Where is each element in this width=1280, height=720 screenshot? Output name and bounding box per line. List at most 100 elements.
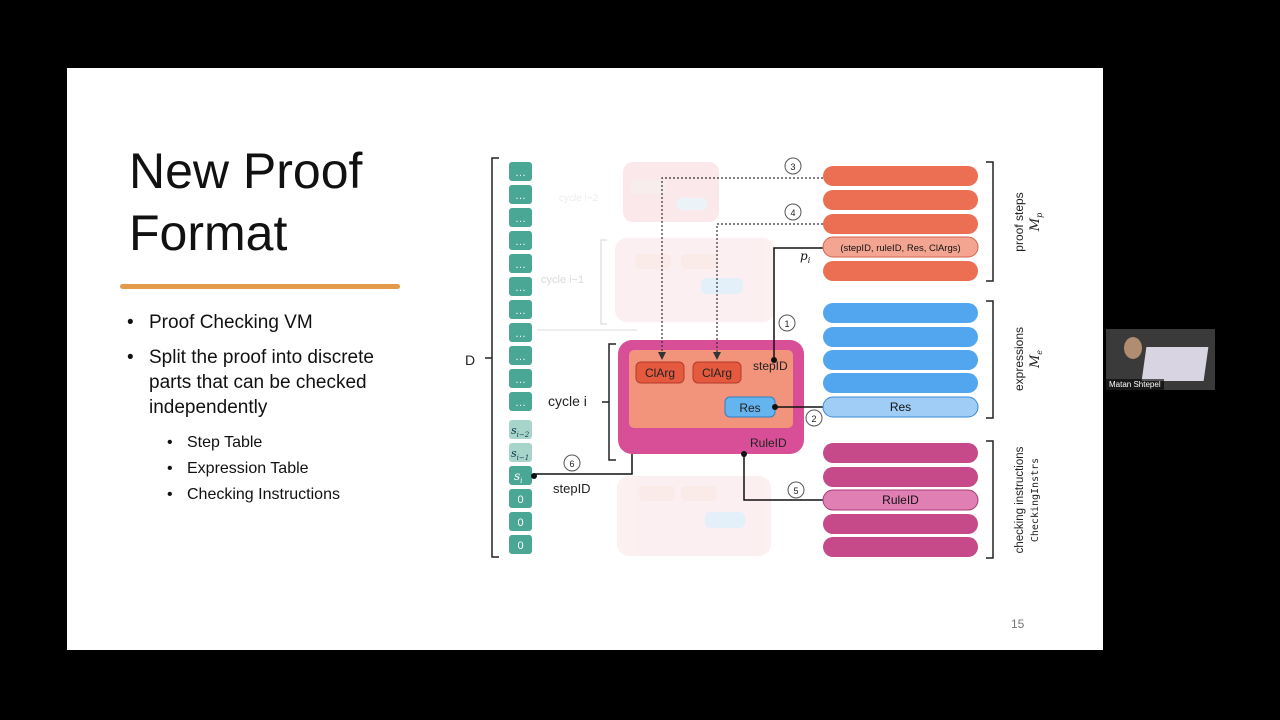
sub-bullet-item: Checking Instructions xyxy=(147,482,399,508)
d-cell xyxy=(509,300,532,319)
expr-sym-sub: e xyxy=(1035,350,1044,355)
arrow-4 xyxy=(716,223,823,356)
faded-cell xyxy=(701,278,743,294)
step-marker-text: 4 xyxy=(790,208,795,218)
d-cell xyxy=(509,369,532,388)
step-marker-text: 5 xyxy=(793,486,798,496)
pi-p: p xyxy=(800,249,808,263)
proof-step-tuple-text: (stepID, ruleID, Res, ClArgs) xyxy=(840,243,960,254)
d-cell-text: … xyxy=(515,374,526,386)
proof-sym-m: M xyxy=(1028,217,1043,232)
arrow-1 xyxy=(773,247,823,360)
d-cell xyxy=(509,185,532,204)
cycle-prev2-label: cycle i−2 xyxy=(559,193,599,204)
d-cell-text: … xyxy=(515,397,526,409)
step-marker xyxy=(787,481,805,499)
faded-cell xyxy=(631,180,667,194)
cycle-prev-label: cycle i−1 xyxy=(541,274,584,286)
title-underline xyxy=(120,284,400,289)
expr-sym-m: M xyxy=(1028,354,1043,369)
stepid-text: stepID xyxy=(753,359,788,373)
expression-row xyxy=(823,327,978,347)
d-cell xyxy=(509,231,532,250)
expression-row xyxy=(823,373,978,393)
d-cell-text: … xyxy=(515,328,526,340)
check-row xyxy=(823,514,978,534)
cycle-bracket xyxy=(608,343,616,461)
d-cell-text: … xyxy=(515,236,526,248)
presenter-name: Matan Shtepel xyxy=(1106,379,1164,390)
d-cell xyxy=(509,346,532,365)
sub-bullet-item: Step Table xyxy=(147,430,399,456)
bullet-item: Proof Checking VM xyxy=(127,310,399,335)
faded-cell xyxy=(705,512,745,528)
sub-bullet-item: Expression Table xyxy=(147,456,399,482)
si1-text: si−1 xyxy=(511,447,529,462)
d-cell-text: … xyxy=(515,213,526,225)
d-cell xyxy=(509,277,532,296)
expression-row-selected xyxy=(822,396,979,418)
step-marker-text: 3 xyxy=(790,162,795,172)
si1-s: s xyxy=(511,447,517,460)
d-bracket xyxy=(491,157,499,558)
d-cell-text: … xyxy=(515,259,526,271)
d-cell-zero xyxy=(509,489,532,508)
res-text: Res xyxy=(739,401,760,415)
cycle-prev-box xyxy=(615,238,775,322)
check-row xyxy=(823,443,978,463)
title-line-1: New Proof xyxy=(129,143,363,199)
d-cell-si2 xyxy=(509,420,532,439)
slide-canvas: New Proof Format Proof Checking VM Split… xyxy=(67,68,1103,650)
proof-steps-sym: Mp xyxy=(1028,213,1044,232)
title-line-2: Format xyxy=(129,205,288,261)
proof-steps-label-text: proof steps xyxy=(1012,192,1026,251)
check-row-selected xyxy=(822,489,979,511)
clarg-cell xyxy=(635,361,685,384)
ruleid-text: RuleID xyxy=(750,436,787,450)
arrow-5-dot xyxy=(741,451,747,457)
arrow-3-head xyxy=(658,352,666,360)
d-cell xyxy=(509,392,532,411)
proof-step-row xyxy=(823,214,978,234)
faded-cell xyxy=(677,198,707,210)
d-cell-text: … xyxy=(515,190,526,202)
d-cell xyxy=(509,208,532,227)
presenter-video-thumbnail[interactable]: Matan Shtepel xyxy=(1106,329,1215,390)
step-marker xyxy=(784,203,802,221)
arrow-4-head xyxy=(713,352,721,360)
arrow-6-dot xyxy=(531,473,537,479)
checking-label: checking instructions CheckingInstrs xyxy=(1014,446,1041,553)
bullet-list: Proof Checking VM Split the proof into d… xyxy=(127,310,399,508)
slide-number: 15 xyxy=(1011,617,1025,631)
bullet-item: Split the proof into discrete parts that… xyxy=(127,345,399,420)
architecture-diagram: D cycle i−2 cycle i−1 … … … xyxy=(465,157,1044,559)
proof-step-row xyxy=(823,166,978,186)
si2-s: s xyxy=(511,424,517,437)
clarg-cell xyxy=(692,361,742,384)
checking-label-text: checking instructions xyxy=(1014,446,1026,553)
cycle-prev-bracket xyxy=(600,239,607,325)
proof-step-row-selected xyxy=(822,236,979,258)
expr-bracket xyxy=(986,300,994,419)
si1-sub: i−1 xyxy=(517,454,530,462)
pi-text: pi xyxy=(800,249,811,265)
faded-cell xyxy=(681,486,717,501)
step-marker xyxy=(778,314,796,332)
expression-row xyxy=(823,350,978,370)
check-ruleid-text: RuleID xyxy=(882,493,919,507)
d-cell-si1 xyxy=(509,443,532,462)
proof-steps-label: proof steps Mp xyxy=(1012,192,1044,251)
checking-sym: CheckingInstrs xyxy=(1030,458,1041,542)
check-row xyxy=(823,537,978,557)
stepid-bottom-text: stepID xyxy=(553,481,591,496)
step-marker-text: 1 xyxy=(784,319,789,329)
cycle-label: cycle i xyxy=(548,393,587,409)
expressions-label: expressions Me xyxy=(1012,327,1044,391)
clarg-text: ClArg xyxy=(702,366,732,380)
proof-step-row xyxy=(823,190,978,210)
proof-sym-sub: p xyxy=(1035,213,1044,218)
step-marker-text: 2 xyxy=(811,414,816,424)
arrow-2-dot xyxy=(772,404,778,410)
d-cell-text: … xyxy=(515,305,526,317)
d-cell xyxy=(509,254,532,273)
